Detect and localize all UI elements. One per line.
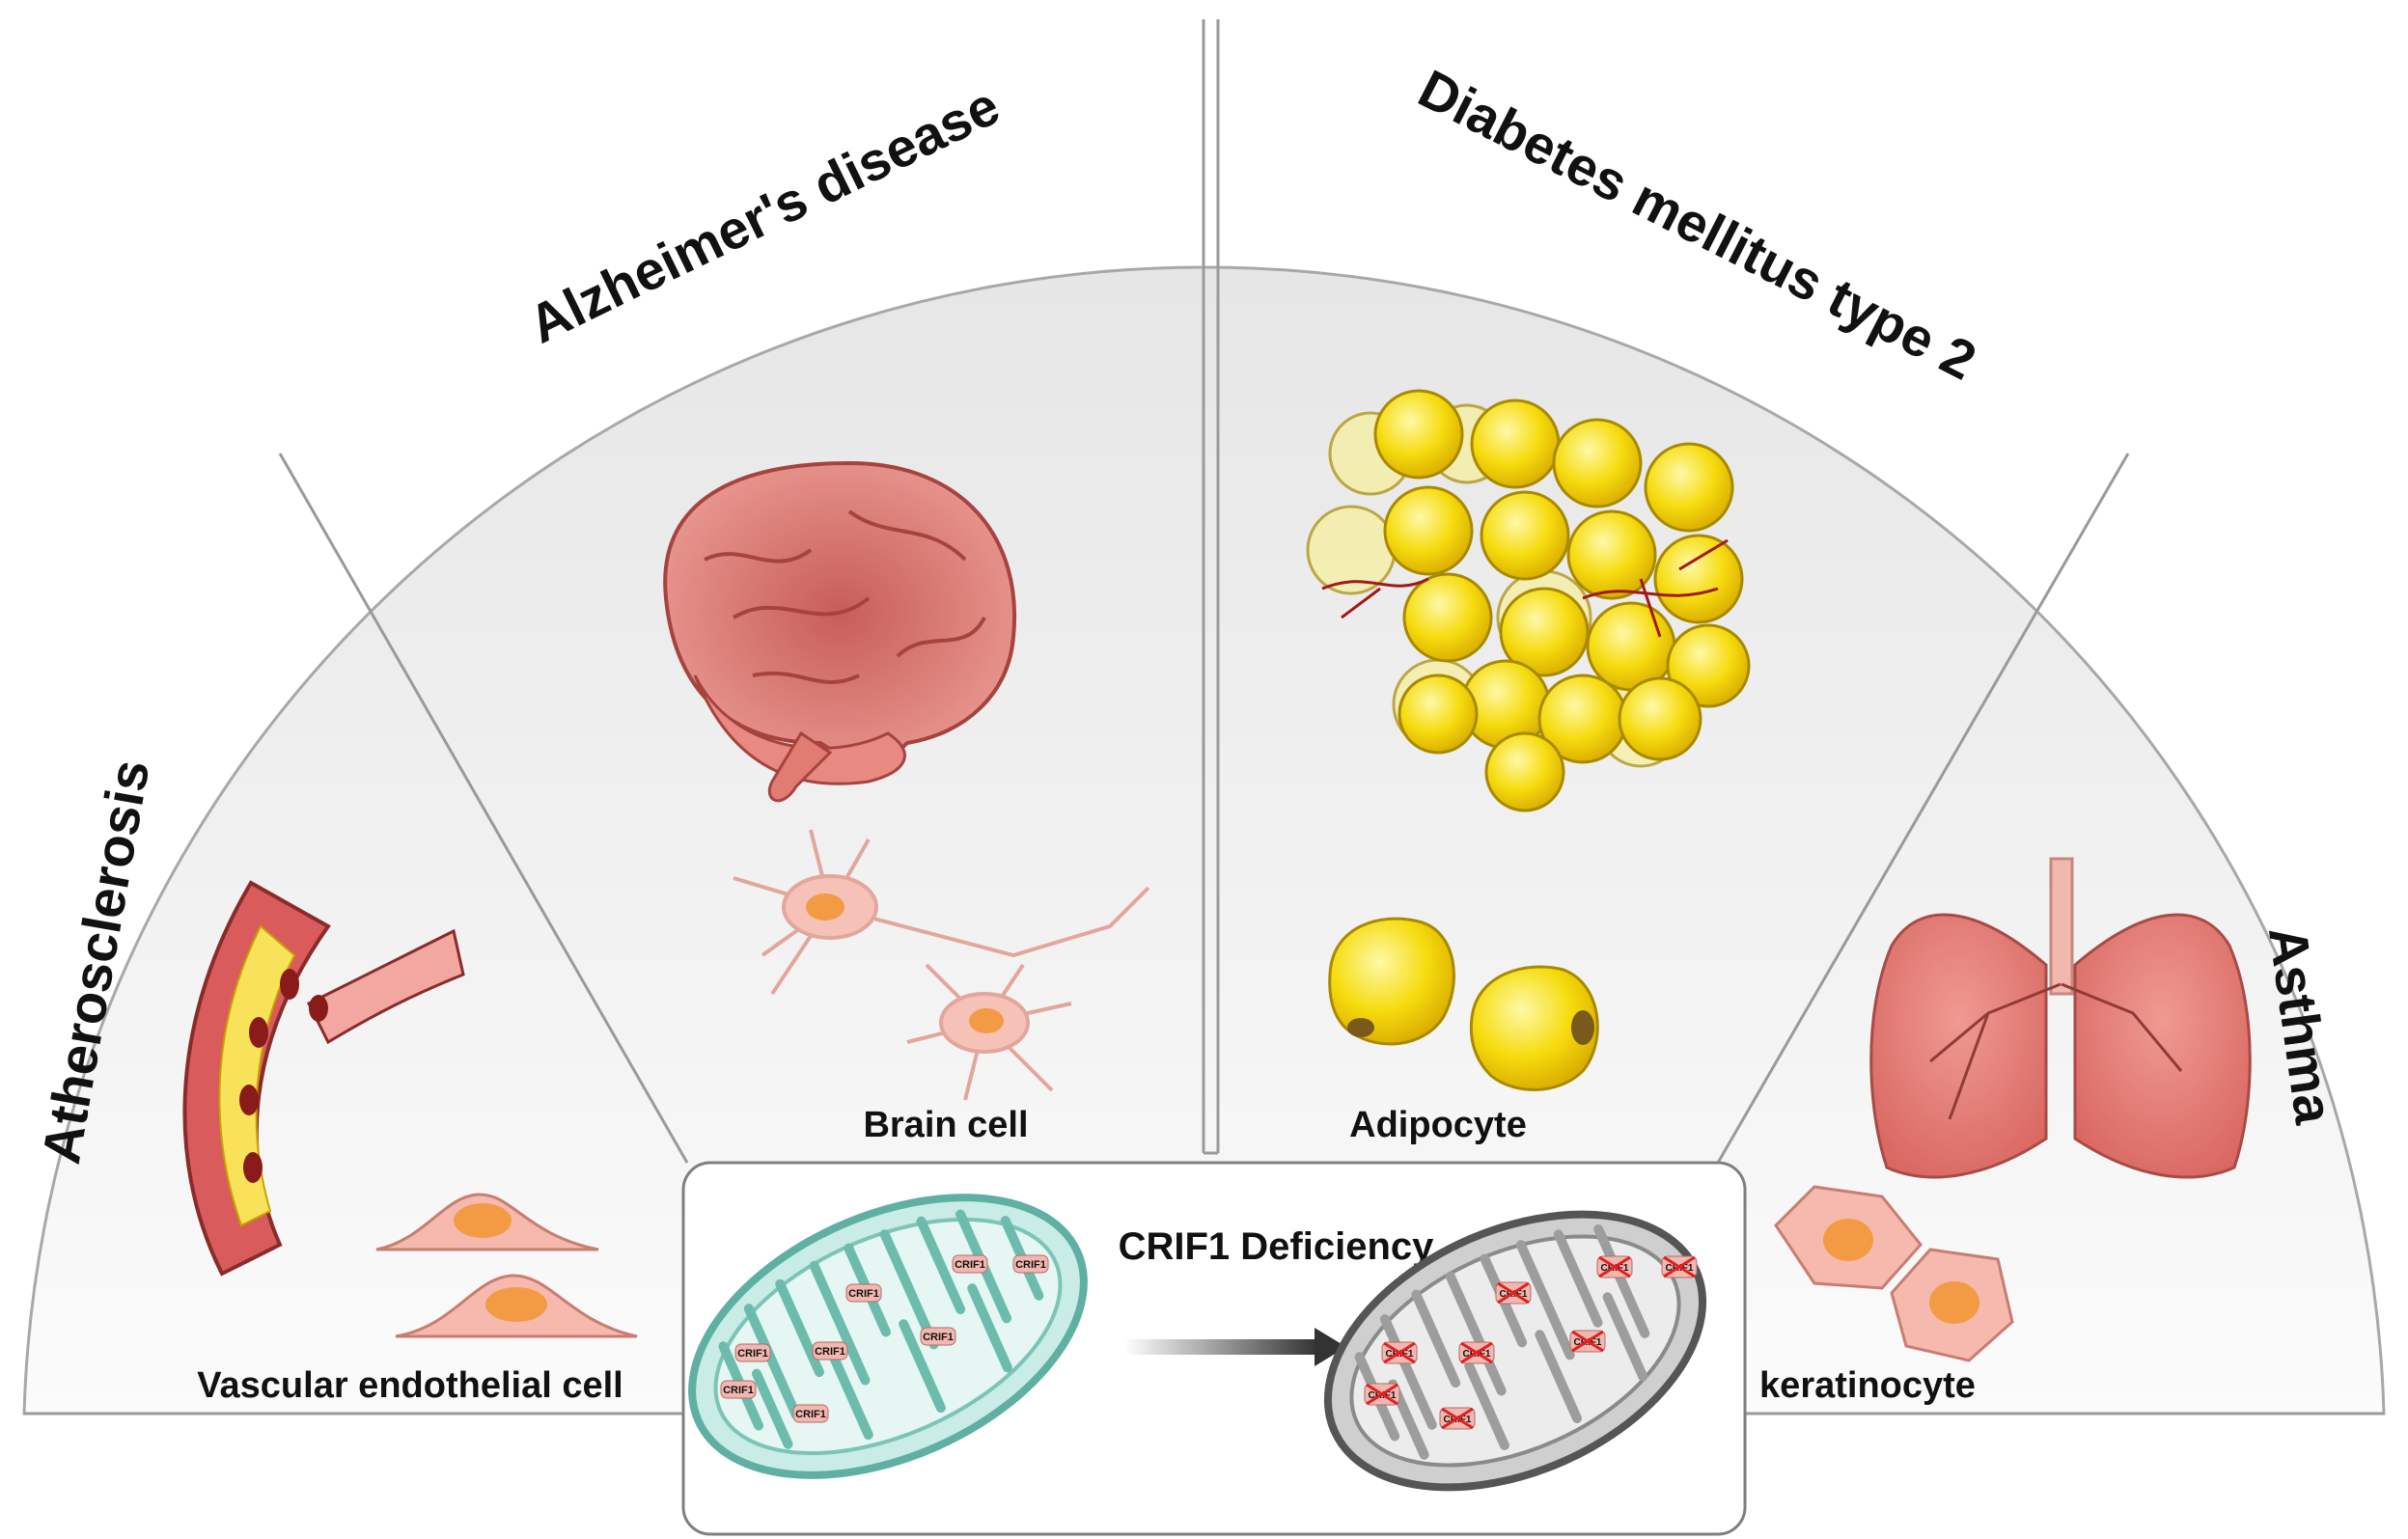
crif1-label: CRIF1 — [723, 1385, 754, 1396]
vascular-cell-label: Vascular endothelial cell — [197, 1365, 623, 1406]
deficient-crif1-markers: CRIF1 CRIF1 CRIF1 CRIF1 CRIF1 CRIF1 CRIF… — [1364, 1255, 1698, 1430]
center-panel: CRIF1 Deficiency CRIF1 CRIF1 CRIF1 CRIF1… — [681, 1161, 1747, 1536]
keratinocyte-cells — [1774, 1185, 2014, 1362]
endothelial-cells — [375, 1193, 638, 1338]
deficient-mitochondrion — [1323, 1210, 1707, 1492]
brain-cell-label: Brain cell — [863, 1105, 1028, 1145]
crif1-label: CRIF1 — [1015, 1259, 1046, 1271]
transition-arrow — [1124, 1328, 1346, 1366]
center-title: CRIF1 Deficiency — [1119, 1225, 1435, 1268]
brain-illustration — [663, 460, 1017, 803]
adipocyte-label: Adipocyte — [1349, 1105, 1527, 1145]
crif1-label: CRIF1 — [795, 1409, 826, 1420]
artery-illustration — [182, 880, 465, 1277]
crif1-label: CRIF1 — [737, 1348, 768, 1360]
crif1-label: CRIF1 — [848, 1288, 879, 1300]
adipocyte-pair — [1328, 917, 1599, 1091]
crif1-label: CRIF1 — [955, 1259, 985, 1271]
neuron-cells — [733, 829, 1150, 1101]
healthy-crif1-markers: CRIF1 CRIF1 CRIF1 CRIF1 CRIF1 CRIF1 CRIF… — [720, 1254, 1049, 1423]
lungs-illustration — [1869, 857, 2252, 1179]
crif1-label: CRIF1 — [923, 1332, 954, 1343]
semicircle-background — [22, 19, 2386, 1415]
adipocyte-cluster — [1306, 389, 1751, 812]
keratinocyte-label: keratinocyte — [1759, 1365, 1976, 1406]
crif1-label: CRIF1 — [815, 1346, 845, 1358]
